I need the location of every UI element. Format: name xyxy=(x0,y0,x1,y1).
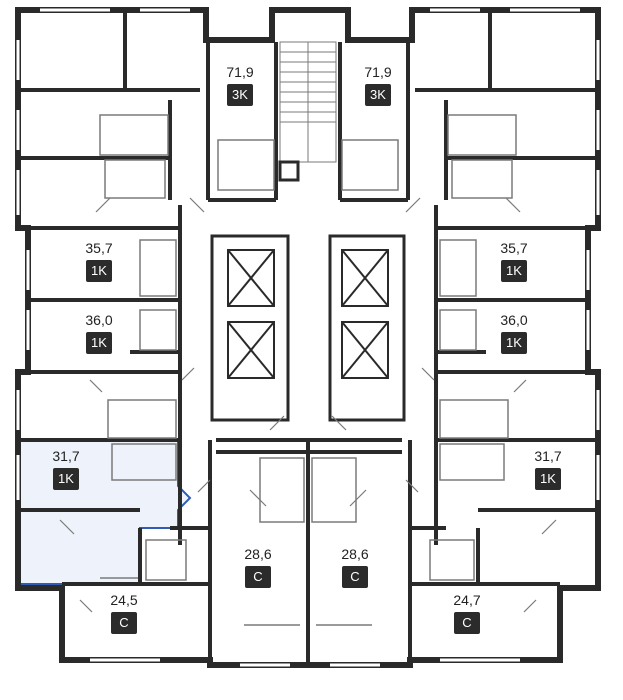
apartment-31-7-1k-left-selected[interactable]: 31,7 1K xyxy=(36,448,96,490)
apartment-71-9-3k-left[interactable]: 71,9 3K xyxy=(210,64,270,106)
apartment-area: 31,7 xyxy=(534,448,562,464)
apartment-28-6-c-left[interactable]: 28,6 C xyxy=(228,546,288,588)
windows xyxy=(16,8,600,667)
apartment-35-7-1k-right[interactable]: 35,7 1K xyxy=(484,240,544,282)
apartment-area: 24,7 xyxy=(453,592,481,608)
apartment-type-badge: 1K xyxy=(501,260,527,282)
apartment-area: 31,7 xyxy=(52,448,80,464)
apartment-type-badge: C xyxy=(111,612,137,634)
apartment-area: 28,6 xyxy=(244,546,272,562)
apartment-type-badge: 1K xyxy=(53,468,79,490)
apartment-area: 71,9 xyxy=(364,64,392,80)
apartment-type-badge: 3K xyxy=(227,84,253,106)
apartment-type-badge: 1K xyxy=(501,332,527,354)
doors xyxy=(59,197,557,613)
apartment-type-badge: C xyxy=(454,612,480,634)
inner-walls xyxy=(18,12,598,662)
outer-walls xyxy=(15,7,601,668)
apartment-36-0-1k-left[interactable]: 36,0 1K xyxy=(69,312,129,354)
stairwell xyxy=(278,41,337,182)
apartment-24-7-c[interactable]: 24,7 C xyxy=(437,592,497,634)
apartment-type-badge: 1K xyxy=(86,332,112,354)
partitions xyxy=(99,114,517,626)
elevators xyxy=(227,249,389,379)
apartment-type-badge: C xyxy=(342,566,368,588)
apartment-type-badge: 1K xyxy=(535,468,561,490)
apartment-type-badge: 1K xyxy=(86,260,112,282)
apartment-area: 35,7 xyxy=(500,240,528,256)
apartment-area: 28,6 xyxy=(341,546,369,562)
apartment-type-badge: C xyxy=(245,566,271,588)
apartment-71-9-3k-right[interactable]: 71,9 3K xyxy=(348,64,408,106)
apartment-area: 71,9 xyxy=(226,64,254,80)
apartment-area: 24,5 xyxy=(110,592,138,608)
apartment-area: 36,0 xyxy=(85,312,113,328)
apartment-36-0-1k-right[interactable]: 36,0 1K xyxy=(484,312,544,354)
apartment-31-7-1k-right[interactable]: 31,7 1K xyxy=(518,448,578,490)
apartment-28-6-c-right[interactable]: 28,6 C xyxy=(325,546,385,588)
apartment-area: 35,7 xyxy=(85,240,113,256)
apartment-35-7-1k-left[interactable]: 35,7 1K xyxy=(69,240,129,282)
apartment-type-badge: 3K xyxy=(365,84,391,106)
apartment-24-5-c[interactable]: 24,5 C xyxy=(94,592,154,634)
apartment-area: 36,0 xyxy=(500,312,528,328)
